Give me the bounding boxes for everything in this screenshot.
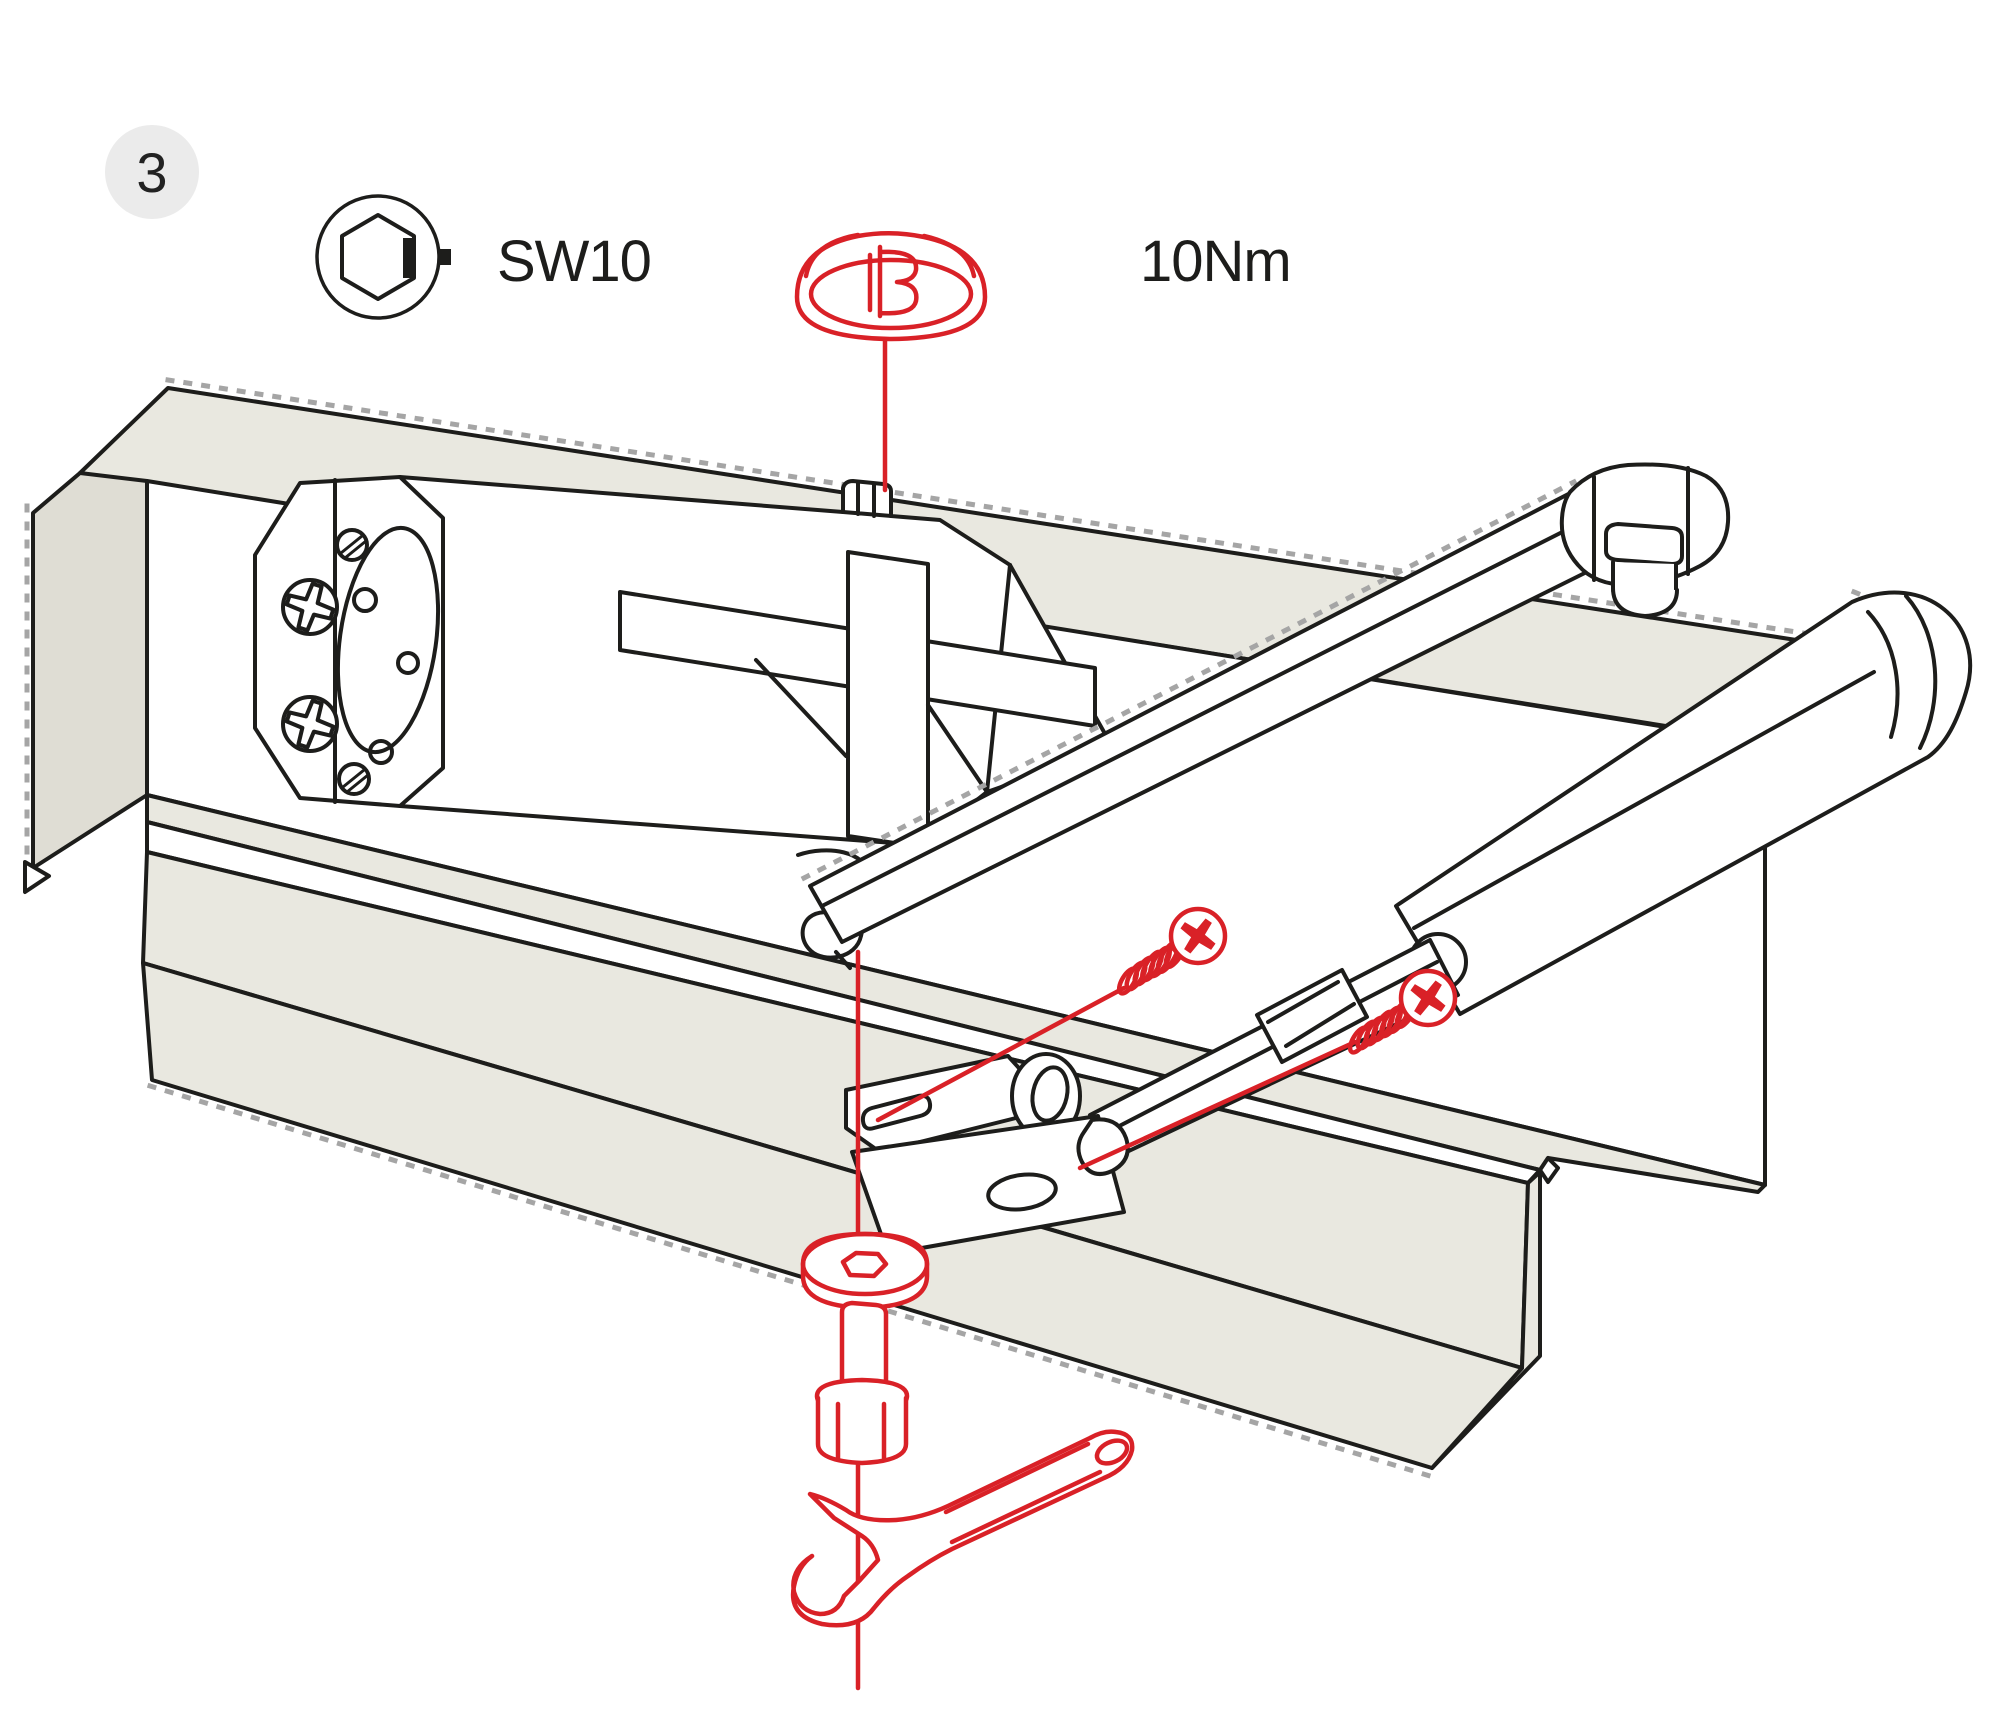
step-badge-circle — [105, 125, 199, 219]
wrench-body — [790, 1429, 1135, 1628]
rod-hex-sleeve — [1255, 968, 1369, 1064]
bolt-hex-facets — [835, 1401, 887, 1461]
arm-pivot-pin-end — [1611, 586, 1679, 618]
door-left-face — [31, 471, 149, 870]
screw-guide-line-2 — [1077, 1039, 1358, 1171]
arm-linkage — [796, 462, 1973, 1160]
cover-cap-flange — [808, 257, 974, 331]
shadow-bottom-edge — [146, 1082, 1434, 1480]
rod-hex-sleeve-facets — [1266, 980, 1356, 1048]
hex-socket-keyway — [403, 238, 412, 278]
washer-top — [800, 1231, 930, 1297]
gap-notch-right — [1538, 1156, 1560, 1184]
bolt-hex-head — [815, 1395, 909, 1466]
hex-socket-hexagon — [340, 213, 416, 301]
closer-gusset-lines — [754, 658, 989, 794]
flat-head-screw-1 — [875, 906, 1228, 1123]
hex-bolt — [814, 1300, 910, 1466]
shadow-top-edge — [165, 377, 1851, 643]
main-arm-seam — [820, 514, 1596, 908]
step-badge: 3 — [105, 125, 199, 219]
pinion-spindle — [841, 481, 893, 518]
shadow-main-arm — [800, 478, 1578, 882]
hex-socket-tab — [438, 249, 451, 265]
forearm-seams — [1412, 594, 1938, 930]
wrench-handle-seams — [943, 1441, 1103, 1545]
arm-pivot-collar — [1604, 522, 1684, 566]
open-end-wrench — [790, 1429, 1135, 1628]
screw-guide-line-1 — [875, 985, 1127, 1123]
bracket-screw-hole — [986, 1172, 1058, 1212]
bracket-knuckle — [1076, 1117, 1130, 1176]
arm-hub-tail — [834, 950, 852, 970]
washer-hex-hole — [840, 1250, 889, 1279]
hex-socket-icon — [315, 194, 451, 320]
cam-notch — [368, 739, 394, 765]
rod-seam — [1098, 960, 1439, 1138]
cover-cap-slot-mark — [867, 244, 919, 319]
tool-size-label: SW10 — [497, 229, 651, 294]
bolt-shank — [839, 1300, 889, 1397]
cover-cap-dome-crease — [803, 232, 977, 279]
bracket-pivot-hole — [1030, 1065, 1070, 1123]
slotted-screw-icon — [339, 534, 368, 560]
end-cap-cam-plate — [335, 525, 441, 755]
cam-hole-1 — [352, 587, 378, 613]
arm-head-facets — [1592, 466, 1690, 582]
cam-hole-2 — [396, 651, 420, 675]
step-number: 3 — [136, 141, 167, 204]
gap-notch-left — [23, 860, 51, 894]
closer-cross-vertical — [846, 550, 930, 850]
door-bottom-band — [141, 961, 1524, 1470]
washer — [800, 1231, 930, 1311]
wrench-handle-end — [1094, 1438, 1130, 1466]
flat-head-screw-2 — [1077, 968, 1458, 1171]
torque-label: 10Nm — [1140, 229, 1291, 294]
arm-shoe-bracket — [844, 1052, 1130, 1256]
bracket-base-plate — [850, 1114, 1126, 1256]
slotted-screw-icon — [341, 768, 370, 794]
cover-cap — [794, 230, 988, 342]
